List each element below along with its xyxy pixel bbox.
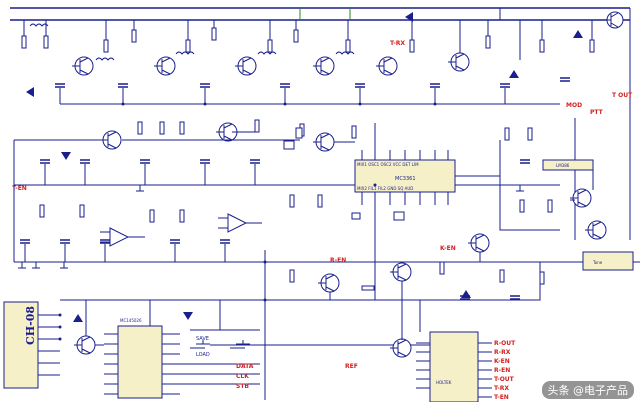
op-amps <box>100 213 262 247</box>
middle-passives <box>20 119 553 300</box>
net-t-en: T-EN <box>12 185 27 192</box>
tone-module: Tone <box>582 251 634 271</box>
data-label-clk: CLK <box>236 373 249 380</box>
switch-save-label: SAVE <box>196 336 209 342</box>
main-ic-label: MC3361 <box>395 176 416 182</box>
data-label-stb: STB <box>236 383 249 390</box>
ch08-module: CH-08 <box>3 301 62 389</box>
ground-symbols <box>18 102 524 302</box>
data-label-data: DATA <box>236 363 254 370</box>
net-t-rx: T-RX <box>390 40 405 47</box>
svg-text:MIX1 OSC1 OSC2 VCC DET LIM: MIX1 OSC1 OSC2 VCC DET LIM <box>357 162 419 167</box>
mcu-label: HOLTEK <box>436 380 452 385</box>
net-r-en: R-EN <box>330 257 346 264</box>
interconnect-wires <box>13 8 594 346</box>
svg-text:MIX2 FIL1 FIL2 GND SQ AUD: MIX2 FIL1 FIL2 GND SQ AUD <box>357 186 413 191</box>
bottom-ic-label: MC145026 <box>120 318 142 323</box>
mcu-pin-k-en: K-EN <box>494 358 510 365</box>
switch-load-label: LOAD <box>196 352 210 358</box>
mcu-pin-labels: R-OUT R-RX K-EN R-EN T-OUT T-RX T-EN <box>494 340 516 401</box>
encoder-data-labels: DATA CLK STB <box>236 363 254 390</box>
rf-transistor-stages <box>72 11 624 76</box>
mcu-pin-r-rx: R-RX <box>494 349 511 356</box>
net-ref: REF <box>345 363 358 370</box>
net-ptt: PTT <box>590 109 604 116</box>
mcu-pin-t-rx: T-RX <box>494 385 509 392</box>
tone-label: Tone <box>592 260 603 265</box>
push-switches: SAVE LOAD <box>190 329 260 358</box>
mcu-pin-r-out: R-OUT <box>494 340 516 347</box>
mcu-pin-t-en: T-EN <box>494 394 509 401</box>
middle-transistors <box>74 122 607 358</box>
net-mod: MOD <box>566 102 582 109</box>
net-labels: T OUT T-RX MOD PTT T-EN R-EN K-EN REF <box>12 40 633 370</box>
mcu-holtek: HOLTEK <box>416 331 492 402</box>
power-rails <box>10 7 640 400</box>
right-ic-label: LM386 <box>556 163 570 168</box>
bottom-ic-encoder: MC145026 <box>104 318 260 399</box>
watermark: 头条 @电子产品 <box>541 381 634 399</box>
passive-components-top <box>21 20 595 104</box>
right-ic-lm386: LM386 <box>542 159 594 171</box>
ch08-label: CH-08 <box>24 306 37 345</box>
rf-coils <box>29 23 355 61</box>
main-ic-mc3361: MIX1 OSC1 OSC2 VCC DET LIM MIX2 FIL1 FIL… <box>354 150 456 205</box>
crystal-filters <box>283 127 405 221</box>
mcu-pin-r-en: R-EN <box>494 367 510 374</box>
mcu-pin-t-out: T-OUT <box>494 376 515 383</box>
net-k-en: K-EN <box>440 245 456 252</box>
net-t-out: T OUT <box>612 92 633 99</box>
